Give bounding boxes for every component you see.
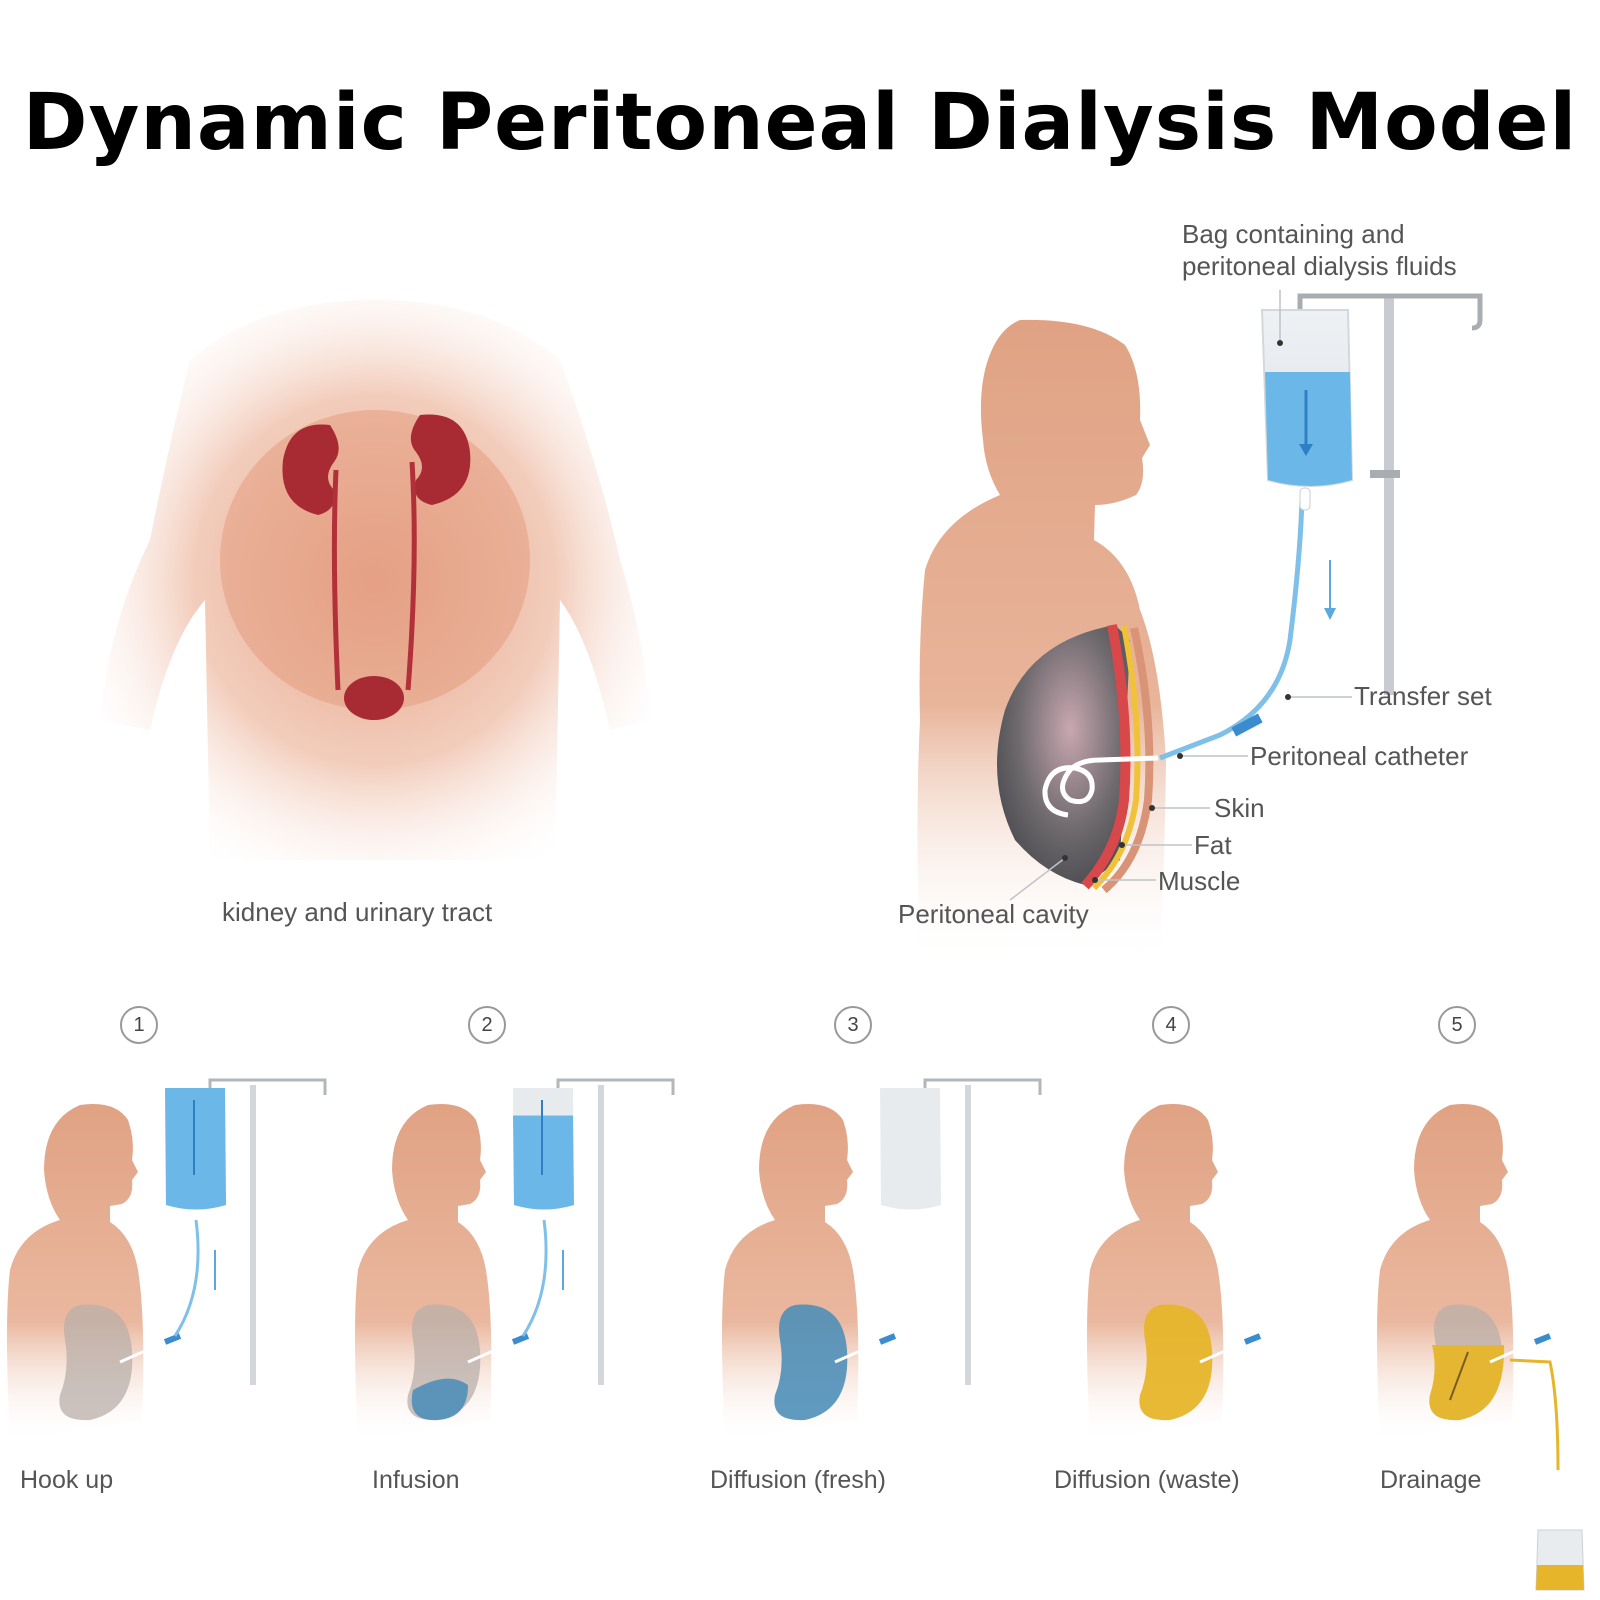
step-number-4: 4 xyxy=(1152,1006,1190,1044)
steps-illustrations xyxy=(7,1078,1585,1591)
skin-layer xyxy=(1101,627,1154,894)
step-2-iv-pole xyxy=(598,1085,604,1385)
right-ureter xyxy=(405,461,417,691)
iv-pole xyxy=(1384,295,1394,695)
step-label-1: Hook up xyxy=(20,1466,114,1494)
left-ureter xyxy=(331,469,341,691)
catheter-label: Peritoneal catheter xyxy=(1250,741,1469,771)
step-5-flow-arrow xyxy=(1449,1351,1469,1401)
anatomy-panel xyxy=(917,290,1483,960)
page-title: Dynamic Peritoneal Dialysis Model xyxy=(22,78,1578,168)
fat-layer xyxy=(1091,625,1141,891)
step-1-connector xyxy=(163,1333,182,1345)
step-number-2: 2 xyxy=(468,1006,506,1044)
step-label-4: Diffusion (waste) xyxy=(1054,1466,1240,1494)
step-3-catheter xyxy=(834,1338,886,1364)
leader-lines xyxy=(1009,290,1352,901)
fat-label: Fat xyxy=(1194,830,1232,860)
step-label-3: Diffusion (fresh) xyxy=(710,1466,886,1494)
peritoneal-cavity xyxy=(997,625,1130,885)
step-1-iv-pole xyxy=(250,1085,256,1385)
step-4-catheter xyxy=(1199,1338,1251,1364)
step-1-tube xyxy=(173,1219,200,1337)
transfer-set-label: Transfer set xyxy=(1354,681,1492,711)
step-1-iv-hook xyxy=(208,1078,327,1095)
coiled-catheter xyxy=(1042,755,1159,818)
step-2-iv-hook xyxy=(556,1078,675,1095)
step-number-3: 3 xyxy=(834,1006,872,1044)
muscle-label: Muscle xyxy=(1158,866,1241,896)
step-3-bag-icon xyxy=(880,1088,941,1210)
step-5-catheter xyxy=(1489,1338,1541,1364)
step-2-fluid xyxy=(411,1378,468,1421)
kidney-caption: kidney and urinary tract xyxy=(222,897,493,927)
step-3-cavity xyxy=(774,1304,848,1421)
step-2-tube xyxy=(521,1219,548,1337)
step-5-connector xyxy=(1533,1333,1552,1345)
step-3-iv-hook xyxy=(923,1078,1042,1095)
step-2-bag-fluid xyxy=(513,1115,574,1210)
step-5-drain-tube xyxy=(1509,1358,1560,1471)
right-kidney-icon xyxy=(410,414,471,505)
step-4-connector xyxy=(1243,1333,1262,1345)
transfer-tube xyxy=(1159,499,1305,761)
step-4-cavity xyxy=(1139,1304,1213,1421)
bag-label: Bag containing and peritoneal dialysis f… xyxy=(1182,219,1457,281)
step-5-drain-bag-fluid xyxy=(1536,1565,1584,1590)
step-number-1: 1 xyxy=(120,1006,158,1044)
bladder-icon xyxy=(344,676,404,720)
step-3-connector xyxy=(878,1333,897,1345)
step-1-catheter xyxy=(119,1338,171,1364)
cavity-label: Peritoneal cavity xyxy=(898,899,1089,929)
step-label-2: Infusion xyxy=(372,1466,460,1494)
step-3-iv-pole xyxy=(965,1085,971,1385)
step-2-catheter xyxy=(467,1338,519,1364)
skin-label: Skin xyxy=(1214,793,1265,823)
step-2-connector xyxy=(511,1333,530,1345)
step-label-5: Drainage xyxy=(1380,1466,1482,1494)
step-1-cavity xyxy=(59,1304,133,1421)
muscle-layer xyxy=(1081,624,1131,890)
kidney-panel xyxy=(100,300,650,860)
left-kidney-icon xyxy=(282,424,339,515)
step-5-fluid xyxy=(1429,1345,1505,1421)
step-1-bag-fluid xyxy=(165,1088,226,1210)
step-number-5: 5 xyxy=(1438,1006,1476,1044)
